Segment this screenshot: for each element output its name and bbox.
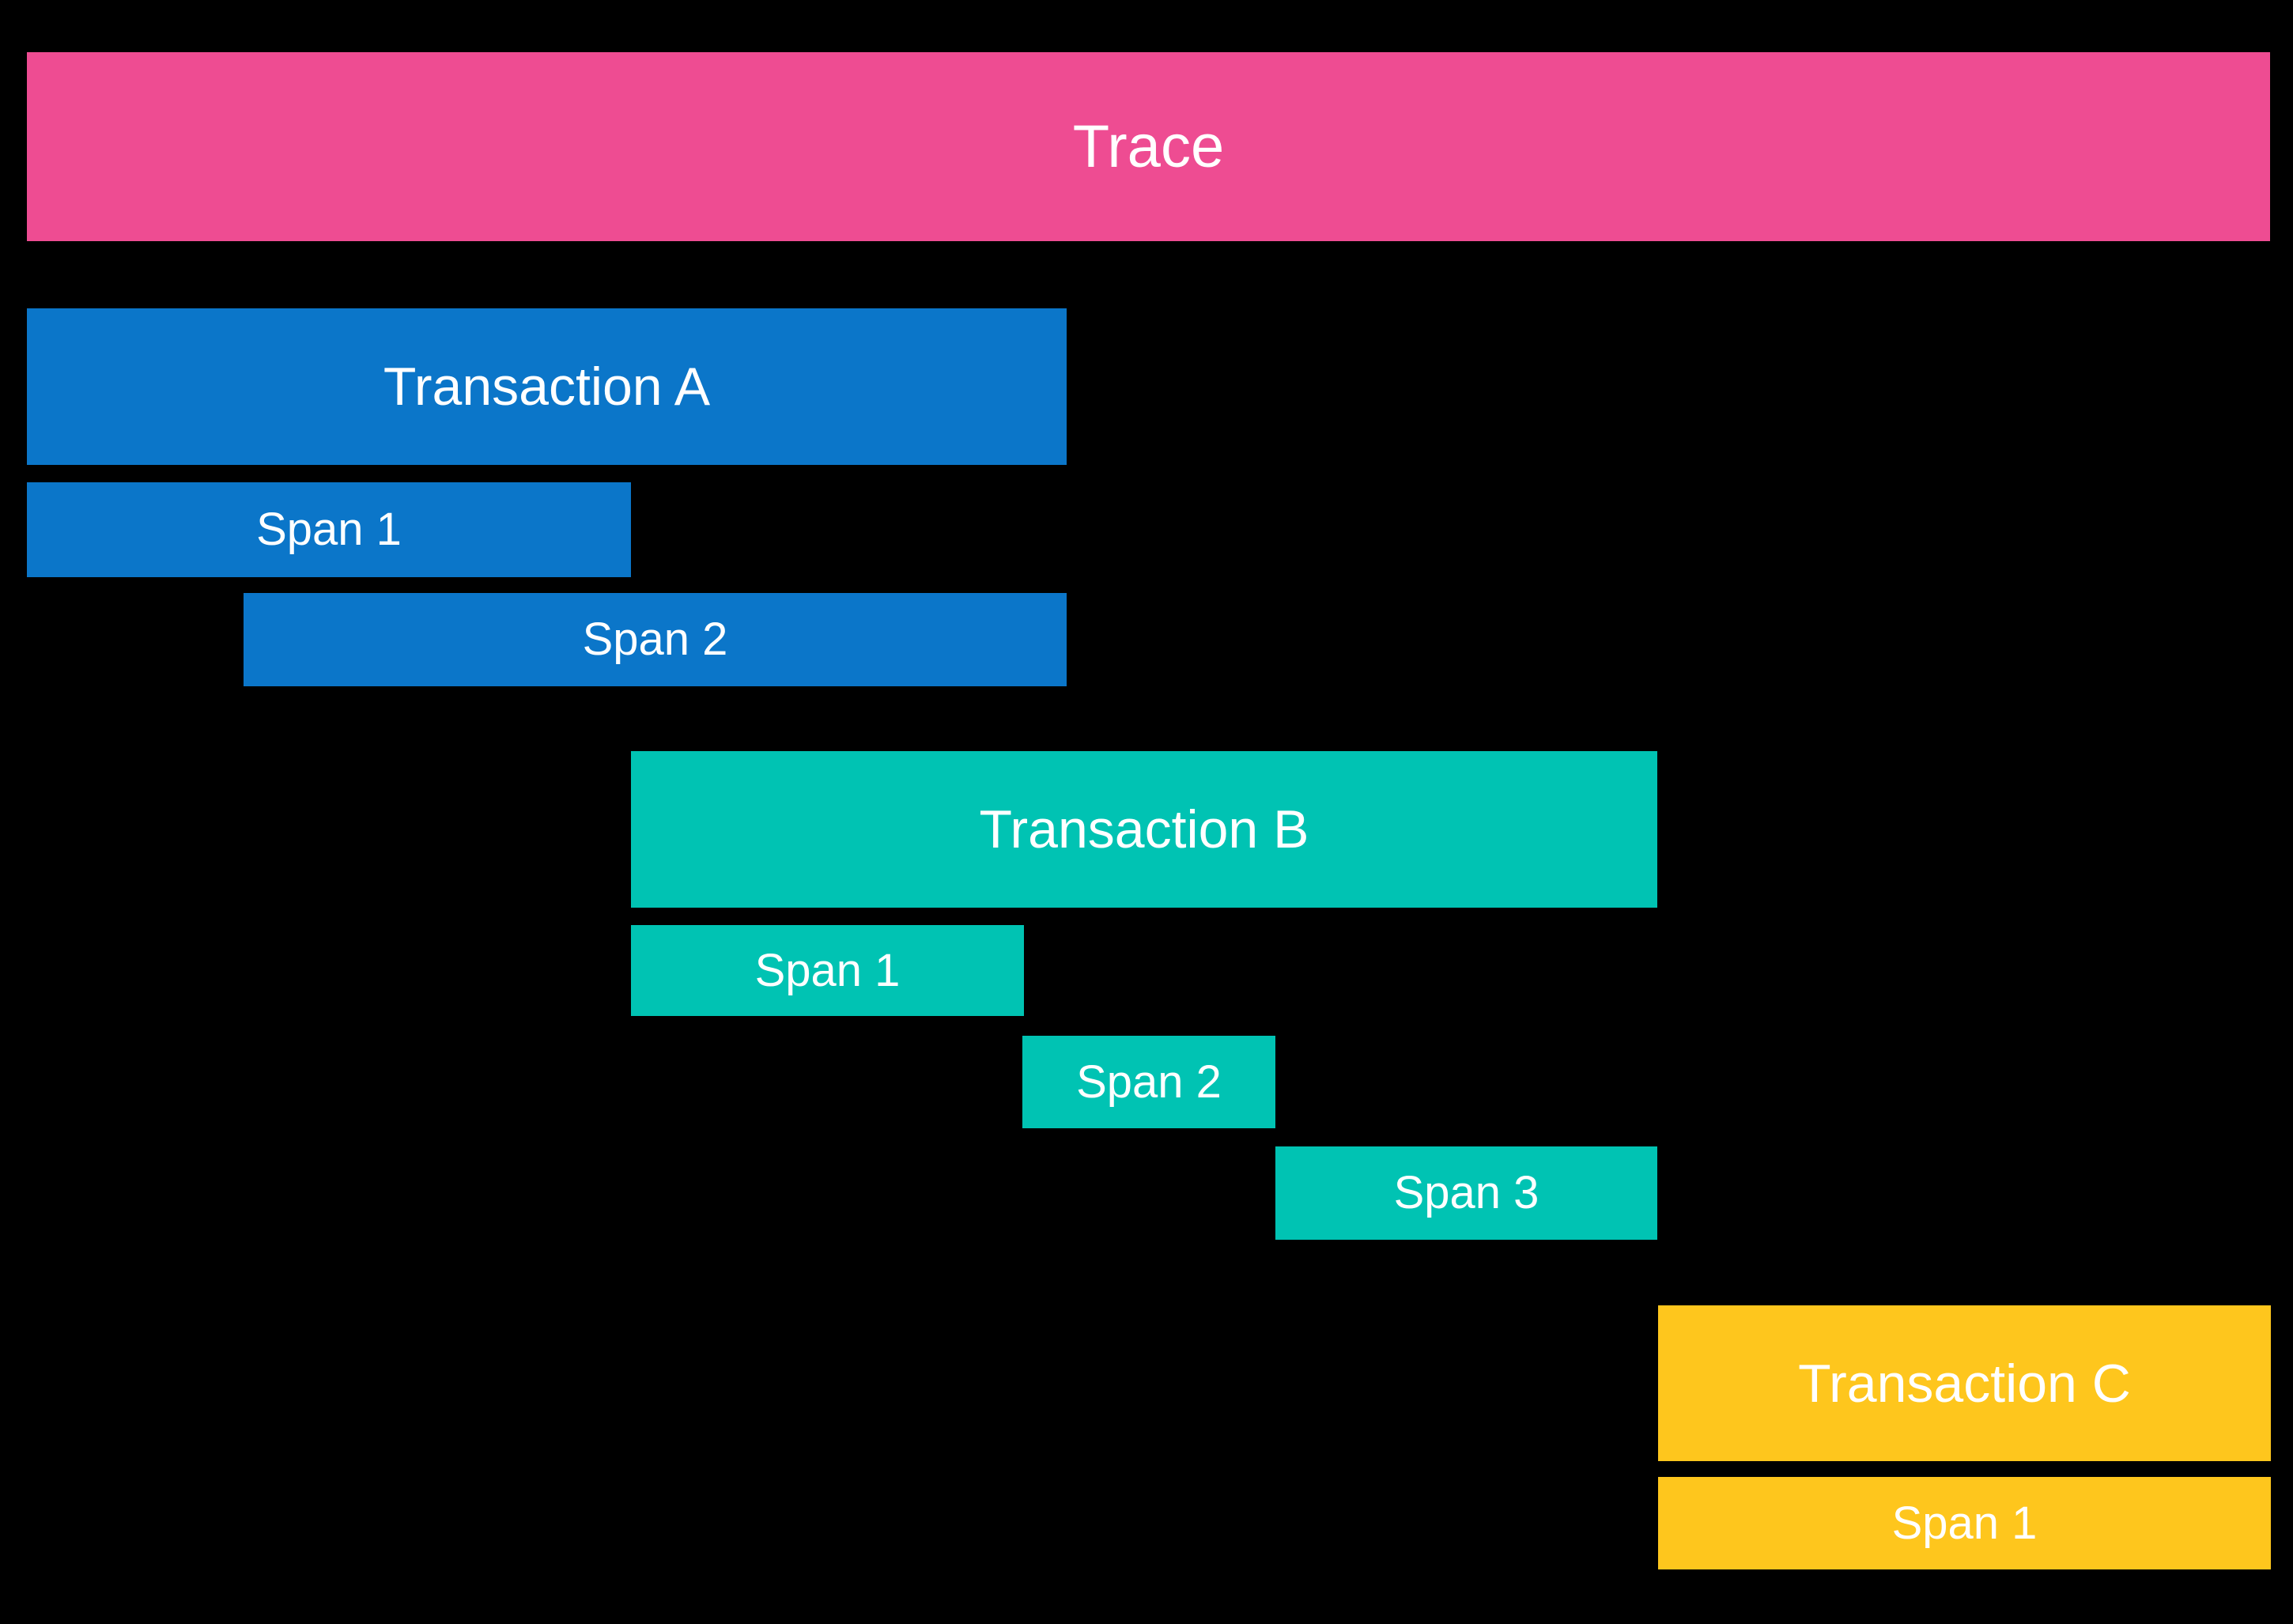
bar-transaction-c-span-1[interactable]: Span 1 <box>1658 1477 2271 1569</box>
bar-transaction-b-span-2[interactable]: Span 2 <box>1022 1036 1275 1128</box>
bar-label-transaction-c: Transaction C <box>1798 1353 2131 1414</box>
bar-label-transaction-b: Transaction B <box>979 799 1309 859</box>
bar-label-transaction-b-span-1: Span 1 <box>754 944 901 996</box>
bar-label-trace: Trace <box>1072 112 1225 180</box>
bar-label-transaction-a-span-2: Span 2 <box>582 614 728 665</box>
bar-transaction-b-span-3[interactable]: Span 3 <box>1275 1146 1657 1240</box>
bar-label-transaction-a-span-1: Span 1 <box>256 504 402 555</box>
bar-transaction-b[interactable]: Transaction B <box>631 751 1657 908</box>
bar-label-transaction-b-span-2: Span 2 <box>1076 1056 1222 1108</box>
bar-transaction-a[interactable]: Transaction A <box>27 308 1067 465</box>
bar-transaction-b-span-1[interactable]: Span 1 <box>631 925 1024 1016</box>
bar-label-transaction-b-span-3: Span 3 <box>1393 1167 1539 1218</box>
bar-transaction-a-span-2[interactable]: Span 2 <box>244 593 1067 686</box>
bar-label-transaction-c-span-1: Span 1 <box>1891 1497 2038 1549</box>
bar-transaction-a-span-1[interactable]: Span 1 <box>27 482 631 577</box>
bar-transaction-c[interactable]: Transaction C <box>1658 1305 2271 1461</box>
bar-label-transaction-a: Transaction A <box>383 357 711 417</box>
bar-trace[interactable]: Trace <box>27 52 2270 241</box>
